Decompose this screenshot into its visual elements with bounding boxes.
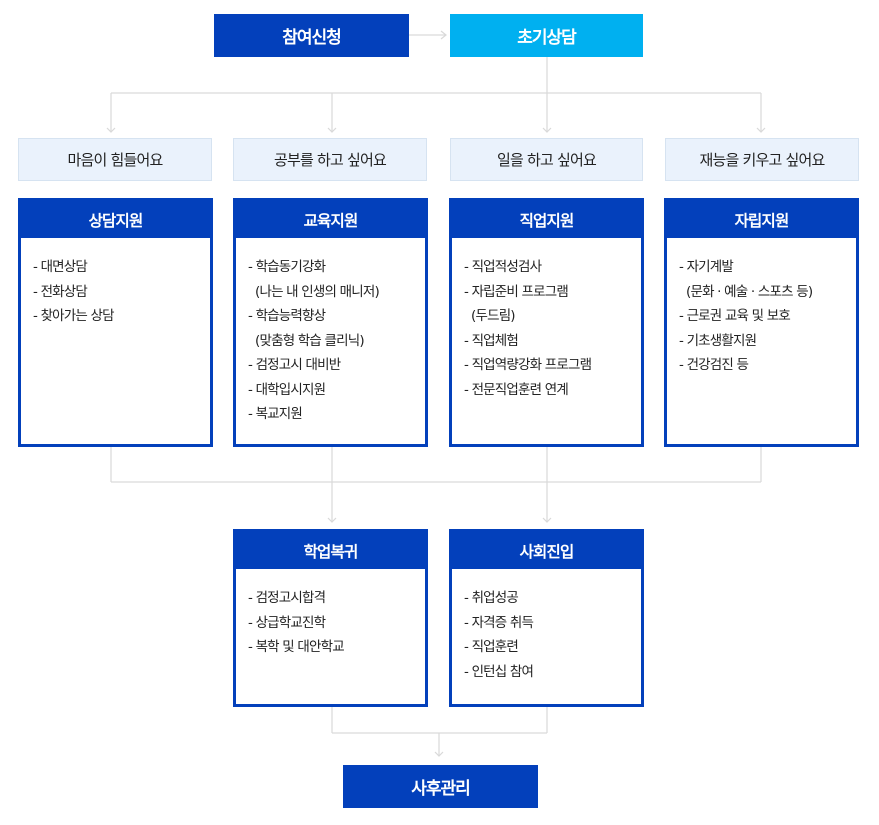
follow-up-step: 사후관리 [343, 765, 538, 808]
list-item: - 직업체험 [464, 332, 519, 349]
list-item: (맞춤형 학습 클리닉) [248, 332, 365, 349]
list-item: - 상급학교진학 [248, 614, 326, 631]
outcome-card-return-to-school: 학업복귀 - 검정고시합격 - 상급학교진학 - 복학 및 대안학교 [233, 529, 428, 707]
list-item: - 대학입시지원 [248, 381, 326, 398]
list-item: - 자립준비 프로그램 [464, 283, 569, 300]
list-item: - 직업역량강화 프로그램 [464, 357, 592, 373]
list-item: - 취업성공 [464, 590, 519, 606]
card-title: 학업복귀 [236, 532, 425, 569]
list-item: - 복학 및 대안학교 [248, 639, 345, 655]
list-item: - 직업적성검사 [464, 259, 542, 275]
list-item: - 자기계발 [679, 259, 734, 275]
list-item: - 직업훈련 [464, 639, 519, 655]
list-item: - 기초생활지원 [679, 332, 757, 349]
support-card-independence: 자립지원 - 자기계발 (문화 · 예술 · 스포츠 등) - 근로권 교육 및… [664, 198, 859, 447]
support-card-counseling: 상담지원 - 대면상담 - 전화상담 - 찾아가는 상담 [18, 198, 213, 447]
list-item: - 학습능력향상 [248, 308, 326, 324]
list-item: - 학습동기강화 [248, 259, 326, 275]
list-item: - 찾아가는 상담 [33, 308, 115, 324]
list-item: - 인턴십 참여 [464, 663, 534, 680]
need-emotional: 마음이 힘들어요 [18, 138, 212, 181]
list-item: - 검정고시합격 [248, 590, 326, 606]
need-work: 일을 하고 싶어요 [450, 138, 643, 181]
need-study: 공부를 하고 싶어요 [233, 138, 427, 181]
initial-consult-step: 초기상담 [450, 14, 643, 57]
card-title: 직업지원 [452, 201, 641, 238]
list-item: - 복교지원 [248, 406, 303, 422]
list-item: - 건강검진 등 [679, 357, 749, 373]
list-item: - 근로권 교육 및 보호 [679, 308, 791, 324]
card-title: 사회진입 [452, 532, 641, 569]
list-item: - 자격증 취득 [464, 614, 534, 631]
list-item: (두드림) [464, 308, 516, 324]
outcome-card-social-entry: 사회진입 - 취업성공 - 자격증 취득 - 직업훈련 - 인턴십 참여 [449, 529, 644, 707]
card-title: 교육지원 [236, 201, 425, 238]
list-item: - 대면상담 [33, 259, 88, 275]
apply-step: 참여신청 [214, 14, 409, 57]
card-title: 자립지원 [667, 201, 856, 238]
need-talent: 재능을 키우고 싶어요 [665, 138, 859, 181]
card-title: 상담지원 [21, 201, 210, 238]
list-item: - 전문직업훈련 연계 [464, 381, 569, 398]
list-item: (나는 내 인생의 매니저) [248, 283, 380, 300]
list-item: (문화 · 예술 · 스포츠 등) [679, 283, 813, 300]
support-card-education: 교육지원 - 학습동기강화 (나는 내 인생의 매니저) - 학습능력향상 (맞… [233, 198, 428, 447]
list-item: - 전화상담 [33, 283, 88, 300]
list-item: - 검정고시 대비반 [248, 357, 341, 373]
support-card-career: 직업지원 - 직업적성검사 - 자립준비 프로그램 (두드림) - 직업체험 -… [449, 198, 644, 447]
